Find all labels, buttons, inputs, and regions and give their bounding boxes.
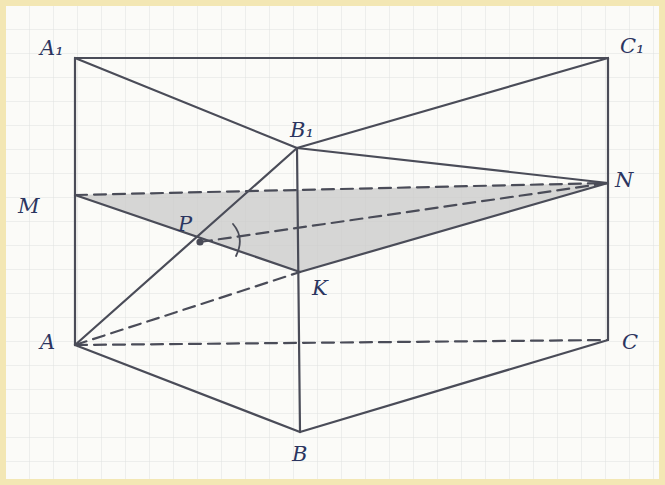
- point-label: B: [292, 444, 307, 465]
- point-label: M: [18, 196, 40, 217]
- point-label: B₁: [290, 120, 314, 141]
- prism-drawing: [6, 6, 659, 479]
- point-label: A₁: [40, 38, 64, 59]
- point-label: P: [178, 214, 192, 235]
- point-label: K: [312, 278, 328, 299]
- point-label: A: [40, 332, 55, 353]
- point-label: N: [615, 170, 633, 191]
- point-label: C: [622, 332, 638, 353]
- point-label: C₁: [620, 36, 645, 57]
